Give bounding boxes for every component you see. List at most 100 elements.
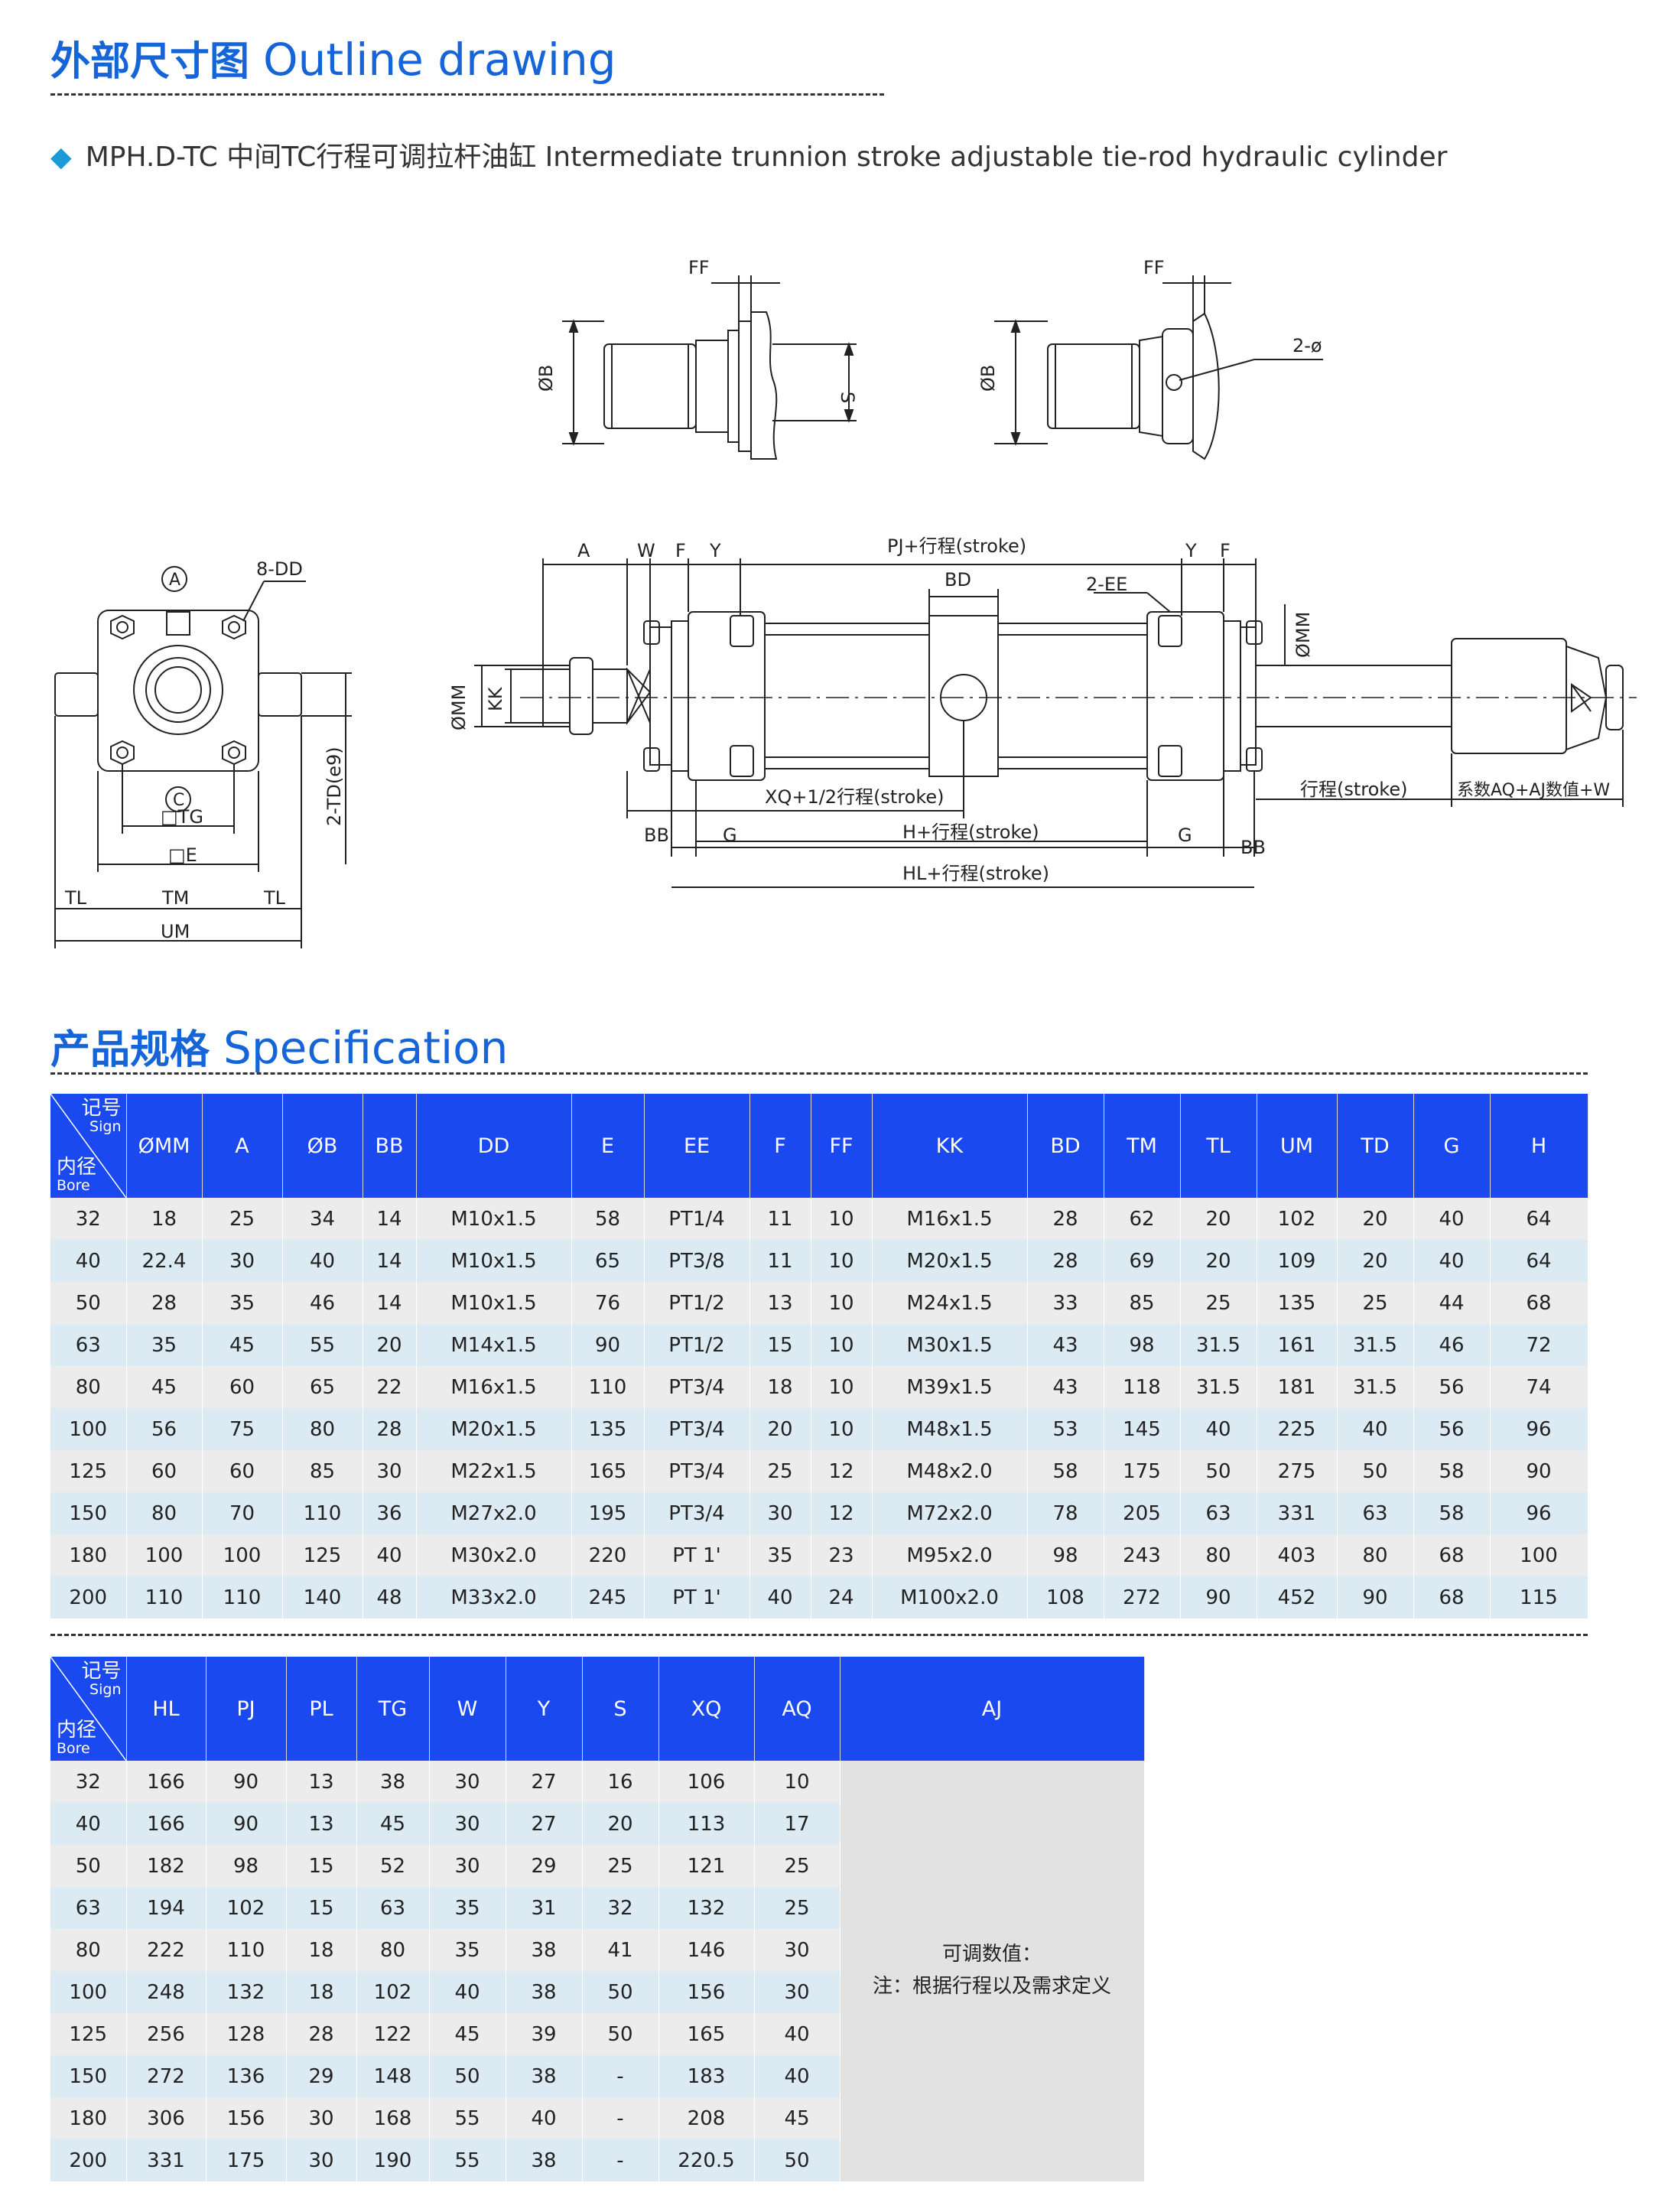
table-cell: 25 (1180, 1282, 1257, 1324)
table-cell: 28 (1027, 1198, 1104, 1240)
table-cell: 74 (1490, 1366, 1588, 1408)
label-stroke: 行程(stroke) (1300, 779, 1407, 800)
table-cell: PT3/4 (644, 1366, 750, 1408)
table-cell: 109 (1257, 1240, 1338, 1282)
table-cell: 80 (356, 1929, 430, 1971)
table-cell: 14 (363, 1198, 417, 1240)
table-cell: 11 (749, 1240, 811, 1282)
table-cell: 68 (1413, 1534, 1491, 1576)
table-cell: M16x1.5 (416, 1366, 572, 1408)
table-cell: 35 (202, 1282, 283, 1324)
table-cell: 30 (429, 1761, 506, 1803)
table-cell: 35 (126, 1324, 203, 1366)
table-cell: M24x1.5 (872, 1282, 1028, 1324)
bore-cell: 32 (50, 1761, 127, 1803)
table-cell: 15 (749, 1324, 811, 1366)
bore-cell: 200 (50, 2139, 127, 2181)
table-cell: 40 (1413, 1240, 1491, 1282)
label-2ee: 2-EE (1086, 574, 1127, 595)
table-cell: 58 (571, 1198, 645, 1240)
table-cell: 63 (1337, 1492, 1414, 1534)
table-cell: 14 (363, 1240, 417, 1282)
table-cell: 45 (429, 2013, 506, 2055)
table-cell: PT1/4 (644, 1198, 750, 1240)
column-header-dd: DD (416, 1094, 572, 1198)
table-cell: 76 (571, 1282, 645, 1324)
table-cell: 115 (1490, 1576, 1588, 1618)
table-cell: 31 (506, 1887, 583, 1929)
aj-note-cell: 可调数值：注：根据行程以及需求定义 (840, 1761, 1145, 2181)
table-cell: 38 (506, 2055, 583, 2097)
table-cell: 248 (126, 1971, 206, 2013)
label-phimm-left: ØMM (448, 685, 470, 730)
column-header-s: S (582, 1657, 659, 1761)
table-cell: 208 (658, 2097, 755, 2139)
table-cell: 46 (282, 1282, 363, 1324)
corner-sign-zh: 记号 (81, 1660, 122, 1683)
table-cell: 50 (1337, 1450, 1414, 1492)
table-cell: 20 (1180, 1240, 1257, 1282)
column-header-pj: PJ (206, 1657, 287, 1761)
table-cell: 85 (1104, 1282, 1181, 1324)
table-cell: 20 (363, 1324, 417, 1366)
table-cell: 100 (1490, 1534, 1588, 1576)
column-header-y: Y (506, 1657, 583, 1761)
bore-cell: 40 (50, 1240, 127, 1282)
table-cell: 36 (363, 1492, 417, 1534)
table-cell: 13 (286, 1803, 357, 1845)
diamond-bullet-icon: ◆ (50, 142, 72, 173)
table-cell: 135 (1257, 1282, 1338, 1324)
table-cell: 45 (202, 1324, 283, 1366)
table-cell: M48x1.5 (872, 1408, 1028, 1450)
table-cell: 102 (1257, 1198, 1338, 1240)
bore-cell: 63 (50, 1324, 127, 1366)
label-g-left: G (723, 825, 737, 846)
table-cell: 78 (1027, 1492, 1104, 1534)
table-cell: 113 (658, 1803, 755, 1845)
bore-cell: 50 (50, 1845, 127, 1887)
table-cell: 30 (286, 2097, 357, 2139)
table-cell: 20 (1180, 1198, 1257, 1240)
table-cell: 220.5 (658, 2139, 755, 2181)
table-cell: 45 (356, 1803, 430, 1845)
table-cell: 98 (206, 1845, 287, 1887)
outline-drawing: FF ØB S FF ØB 2-ø (54, 257, 1637, 948)
table-cell: 98 (1027, 1534, 1104, 1576)
table-cell: 45 (126, 1366, 203, 1408)
outline-title-en: Outline drawing (263, 34, 616, 86)
table-cell: 140 (282, 1576, 363, 1618)
table-cell: 35 (429, 1887, 506, 1929)
label-f-right: F (1220, 540, 1231, 561)
table-cell: 53 (1027, 1408, 1104, 1450)
table-cell: M10x1.5 (416, 1198, 572, 1240)
table-cell: 136 (206, 2055, 287, 2097)
table-cell: 20 (582, 1803, 659, 1845)
table-cell: 64 (1490, 1240, 1588, 1282)
table-cell: 110 (571, 1366, 645, 1408)
table-cell: 135 (571, 1408, 645, 1450)
column-header-w: W (429, 1657, 506, 1761)
table-cell: 20 (749, 1408, 811, 1450)
table-cell: 16 (582, 1761, 659, 1803)
table-cell: M30x2.0 (416, 1534, 572, 1576)
table-cell: 40 (1337, 1408, 1414, 1450)
spec-title-en: Specification (223, 1022, 509, 1074)
table-cell: 102 (356, 1971, 430, 2013)
table-cell: 181 (1257, 1366, 1338, 1408)
table-cell: 12 (811, 1450, 873, 1492)
label-y-right: Y (1185, 540, 1197, 561)
corner-bore-en: Bore (57, 1740, 90, 1757)
label-8dd: 8-DD (256, 558, 303, 580)
table-cell: 96 (1490, 1492, 1588, 1534)
label-bd: BD (945, 569, 971, 590)
table-cell: 30 (429, 1845, 506, 1887)
column-header-pl: PL (286, 1657, 357, 1761)
